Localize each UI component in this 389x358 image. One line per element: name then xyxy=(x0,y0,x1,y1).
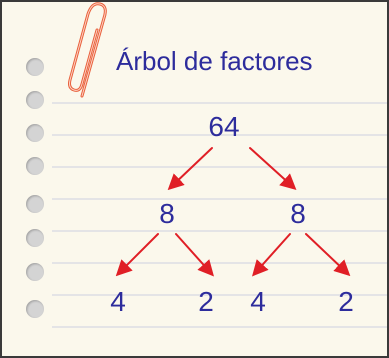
binder-hole-icon xyxy=(26,300,44,318)
binder-hole-icon xyxy=(26,91,44,109)
arrow-8-to-4-left xyxy=(115,233,159,277)
root-number: 64 xyxy=(208,111,240,142)
ruled-line xyxy=(52,198,387,200)
binder-hole-icon xyxy=(26,263,44,281)
ruled-line xyxy=(52,230,387,232)
ruled-line xyxy=(52,134,387,136)
binder-hole-icon xyxy=(26,229,44,247)
binder-hole-icon xyxy=(26,157,44,175)
arrow-8-to-2-left xyxy=(175,233,215,277)
ruled-line xyxy=(52,262,387,264)
leaf-4-right: 4 xyxy=(250,286,266,317)
binder-hole-icon xyxy=(26,195,44,213)
arrow-8-to-2-right xyxy=(305,233,351,277)
leaf-4-left: 4 xyxy=(110,286,126,317)
ruled-line xyxy=(52,166,387,168)
ruled-line xyxy=(52,326,387,328)
arrow-64-to-right-8 xyxy=(249,147,297,191)
arrow-8-to-4-right xyxy=(251,233,291,277)
factor-left-8: 8 xyxy=(159,198,175,229)
leaf-2-left: 2 xyxy=(198,286,214,317)
binder-hole-icon xyxy=(26,58,44,76)
leaf-2-right: 2 xyxy=(338,286,354,317)
ruled-line xyxy=(52,102,387,104)
binder-hole-icon xyxy=(26,124,44,142)
diagram-title: Árbol de factores xyxy=(116,46,313,76)
ruled-line xyxy=(52,294,387,296)
arrow-64-to-left-8 xyxy=(167,147,213,191)
factor-right-8: 8 xyxy=(290,198,306,229)
